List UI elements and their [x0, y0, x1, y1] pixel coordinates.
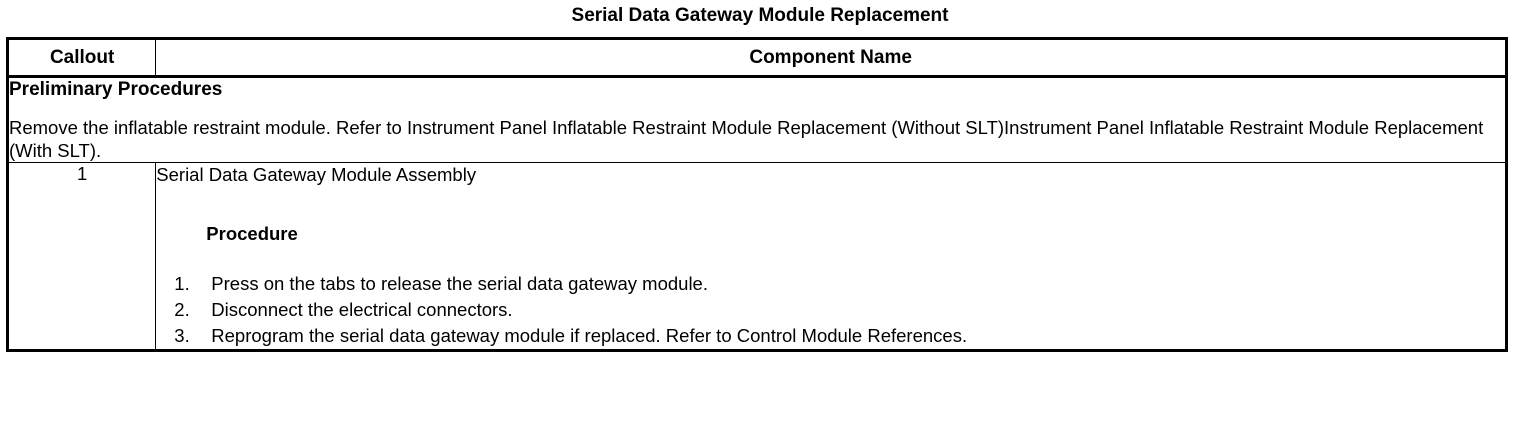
- column-header-component-name: Component Name: [155, 38, 1507, 78]
- procedure-table: Callout Component Name Preliminary Proce…: [6, 37, 1508, 352]
- step-number: 2.: [174, 299, 190, 320]
- preliminary-procedures-cell: Preliminary Procedures Remove the inflat…: [7, 76, 1507, 163]
- page-title: Serial Data Gateway Module Replacement: [571, 5, 949, 26]
- list-item: 2. Disconnect the electrical connectors.: [156, 297, 1505, 323]
- procedure-table-container: Callout Component Name Preliminary Proce…: [6, 37, 1508, 352]
- list-item: 3. Reprogram the serial data gateway modu…: [156, 323, 1505, 349]
- step-text: Disconnect the electrical connectors.: [211, 299, 513, 320]
- table-header-row: Callout Component Name: [6, 38, 1507, 78]
- procedure-step-list: 1. Press on the tabs to release the seria…: [156, 245, 1505, 349]
- preliminary-procedures-row: Preliminary Procedures Remove the inflat…: [7, 76, 1507, 163]
- column-header-callout: Callout: [6, 38, 157, 78]
- procedure-heading: Procedure: [206, 223, 298, 244]
- list-item: 1. Press on the tabs to release the seria…: [156, 271, 1505, 297]
- table-row: 1 Serial Data Gateway Module Assembly Pr…: [6, 162, 1507, 351]
- step-number: 3.: [174, 325, 190, 346]
- step-number: 1.: [174, 273, 190, 294]
- step-text: Reprogram the serial data gateway module…: [211, 325, 968, 346]
- preliminary-procedures-body: Remove the inflatable restraint module. …: [9, 117, 1484, 161]
- step-text: Press on the tabs to release the serial …: [211, 273, 708, 294]
- preliminary-procedures-heading: Preliminary Procedures: [9, 79, 223, 100]
- component-detail-cell: Serial Data Gateway Module Assembly Proc…: [155, 162, 1507, 351]
- component-assembly-name: Serial Data Gateway Module Assembly: [156, 164, 477, 185]
- callout-number: 1: [6, 162, 157, 351]
